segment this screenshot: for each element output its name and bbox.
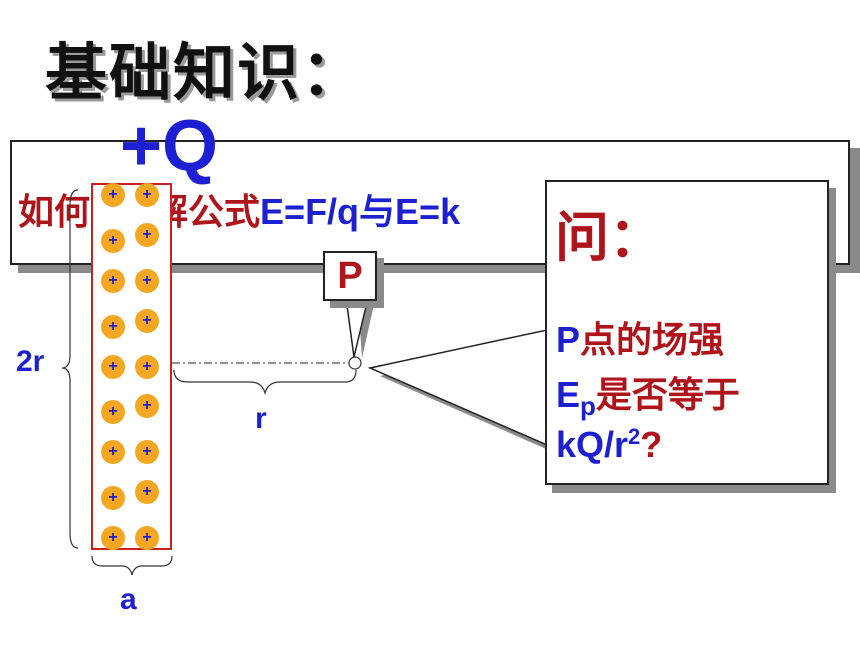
callout-pointer bbox=[367, 329, 548, 447]
charge-particle: + bbox=[101, 314, 125, 339]
point-label: P bbox=[323, 251, 377, 301]
slide-title: 基础知识： bbox=[45, 36, 366, 109]
charge-particle: + bbox=[135, 308, 159, 333]
question-formula: E=F/q与E=k bbox=[260, 191, 461, 232]
callout-line-3: kQ/r2? bbox=[556, 424, 662, 466]
callout-line1-text: 点的场强 bbox=[580, 320, 725, 361]
callout-field-symbol: E bbox=[556, 374, 581, 415]
width-brace bbox=[91, 555, 173, 576]
callout-formula: kQ/r bbox=[556, 424, 629, 465]
charge-particle: + bbox=[101, 228, 125, 253]
charge-particle: + bbox=[101, 268, 125, 293]
callout-point-symbol: P bbox=[556, 319, 581, 360]
distance-label: r bbox=[255, 402, 267, 435]
height-brace bbox=[61, 189, 79, 549]
callout-field-subscript: p bbox=[580, 391, 596, 422]
charge-particle: + bbox=[101, 400, 125, 425]
question-prefix: 如何 bbox=[18, 192, 91, 233]
charge-particle: + bbox=[101, 183, 125, 207]
callout-line-2: Ep是否等于 bbox=[556, 366, 740, 422]
callout-heading: 问： bbox=[555, 206, 663, 269]
charge-particle: + bbox=[101, 486, 125, 511]
callout-question-mark: ? bbox=[640, 424, 663, 465]
point-p-marker bbox=[348, 356, 362, 370]
charge-particle: + bbox=[101, 440, 125, 465]
callout-fill bbox=[547, 182, 827, 483]
charge-particle: + bbox=[135, 394, 159, 419]
charge-particle: + bbox=[135, 222, 159, 247]
callout-line-1: P点的场强 bbox=[556, 311, 724, 363]
charge-label: +Q bbox=[120, 106, 219, 186]
width-label: a bbox=[120, 583, 137, 616]
charge-particle: + bbox=[135, 526, 159, 550]
callout-line2-text: 是否等于 bbox=[595, 375, 740, 416]
charge-particle: + bbox=[101, 354, 125, 379]
callout-exponent: 2 bbox=[628, 424, 641, 449]
charge-particle: + bbox=[135, 440, 159, 465]
charge-particle: + bbox=[135, 354, 159, 379]
charge-particle: + bbox=[135, 183, 159, 207]
height-label: 2r bbox=[16, 345, 45, 378]
charge-particle: + bbox=[101, 526, 125, 550]
distance-brace bbox=[173, 369, 357, 396]
charge-particle: + bbox=[135, 480, 159, 505]
charge-particle: + bbox=[135, 268, 159, 293]
